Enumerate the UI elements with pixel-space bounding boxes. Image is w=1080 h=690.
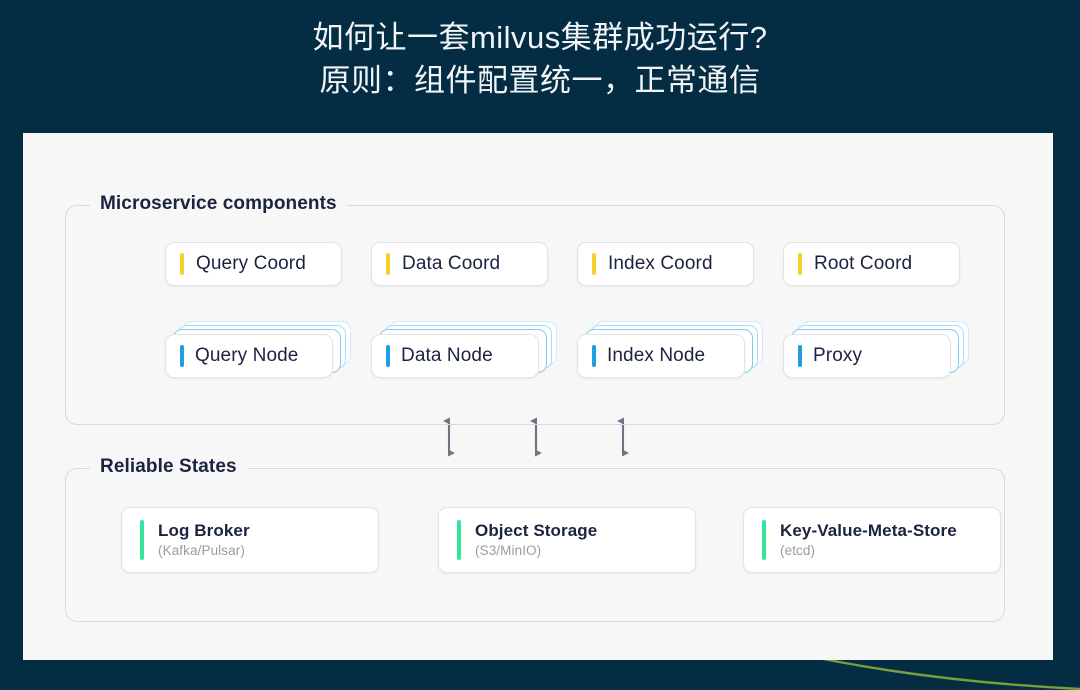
card-label: Query Node xyxy=(195,345,299,366)
card-log-broker[interactable]: Log Broker (Kafka/Pulsar) xyxy=(121,507,379,573)
card-text: Object Storage (S3/MinIO) xyxy=(475,520,597,560)
diagram-panel: Microservice components Query Coord Data… xyxy=(23,133,1053,660)
card-label: Data Coord xyxy=(402,253,501,274)
accent-bar-blue xyxy=(798,345,802,367)
accent-bar-blue xyxy=(180,345,184,367)
card-title: Object Storage xyxy=(475,521,598,540)
accent-bar-blue xyxy=(592,345,596,367)
card-data-node[interactable]: Data Node xyxy=(371,321,561,379)
card-index-coord[interactable]: Index Coord xyxy=(577,242,754,286)
accent-bar-green xyxy=(457,520,461,560)
card-label: Query Coord xyxy=(196,253,306,274)
card-label: Index Node xyxy=(607,345,706,366)
accent-bar-green xyxy=(762,520,766,560)
accent-bar-green xyxy=(140,520,144,560)
accent-bar-yellow xyxy=(386,253,390,275)
group-legend-reliable-states: Reliable States xyxy=(90,456,247,478)
card-text: Key-Value-Meta-Store (etcd) xyxy=(780,520,957,560)
card-query-coord[interactable]: Query Coord xyxy=(165,242,342,286)
title-line-1: 如何让一套milvus集群成功运行? xyxy=(312,20,768,55)
group-microservice-components: Microservice components Query Coord Data… xyxy=(65,193,1005,425)
card-query-node[interactable]: Query Node xyxy=(165,321,355,379)
card-label: Data Node xyxy=(401,345,493,366)
card-text: Log Broker (Kafka/Pulsar) xyxy=(158,520,250,560)
card-subtitle: (S3/MinIO) xyxy=(475,543,542,558)
title-line-2: 原则：组件配置统一，正常通信 xyxy=(319,63,761,98)
group-reliable-states: Reliable States Log Broker (Kafka/Pulsar… xyxy=(65,456,1005,622)
card-proxy[interactable]: Proxy xyxy=(783,321,973,379)
card-data-coord[interactable]: Data Coord xyxy=(371,242,548,286)
group-legend-microservice: Microservice components xyxy=(90,193,347,215)
card-front[interactable]: Proxy xyxy=(783,334,951,378)
accent-bar-blue xyxy=(386,345,390,367)
card-front[interactable]: Index Node xyxy=(577,334,745,378)
card-subtitle: (etcd) xyxy=(780,543,816,558)
card-title: Log Broker xyxy=(158,521,250,540)
accent-bar-yellow xyxy=(180,253,184,275)
card-front[interactable]: Data Node xyxy=(371,334,539,378)
card-front[interactable]: Query Node xyxy=(165,334,333,378)
card-label: Index Coord xyxy=(608,253,713,274)
card-label: Root Coord xyxy=(814,253,913,274)
accent-bar-yellow xyxy=(592,253,596,275)
card-title: Key-Value-Meta-Store xyxy=(780,521,957,540)
card-index-node[interactable]: Index Node xyxy=(577,321,767,379)
slide-title: 如何让一套milvus集群成功运行? 原则：组件配置统一，正常通信 xyxy=(0,16,1080,102)
card-label: Proxy xyxy=(813,345,863,366)
card-root-coord[interactable]: Root Coord xyxy=(783,242,960,286)
card-subtitle: (Kafka/Pulsar) xyxy=(158,543,245,558)
card-key-value-meta-store[interactable]: Key-Value-Meta-Store (etcd) xyxy=(743,507,1001,573)
card-object-storage[interactable]: Object Storage (S3/MinIO) xyxy=(438,507,696,573)
accent-bar-yellow xyxy=(798,253,802,275)
